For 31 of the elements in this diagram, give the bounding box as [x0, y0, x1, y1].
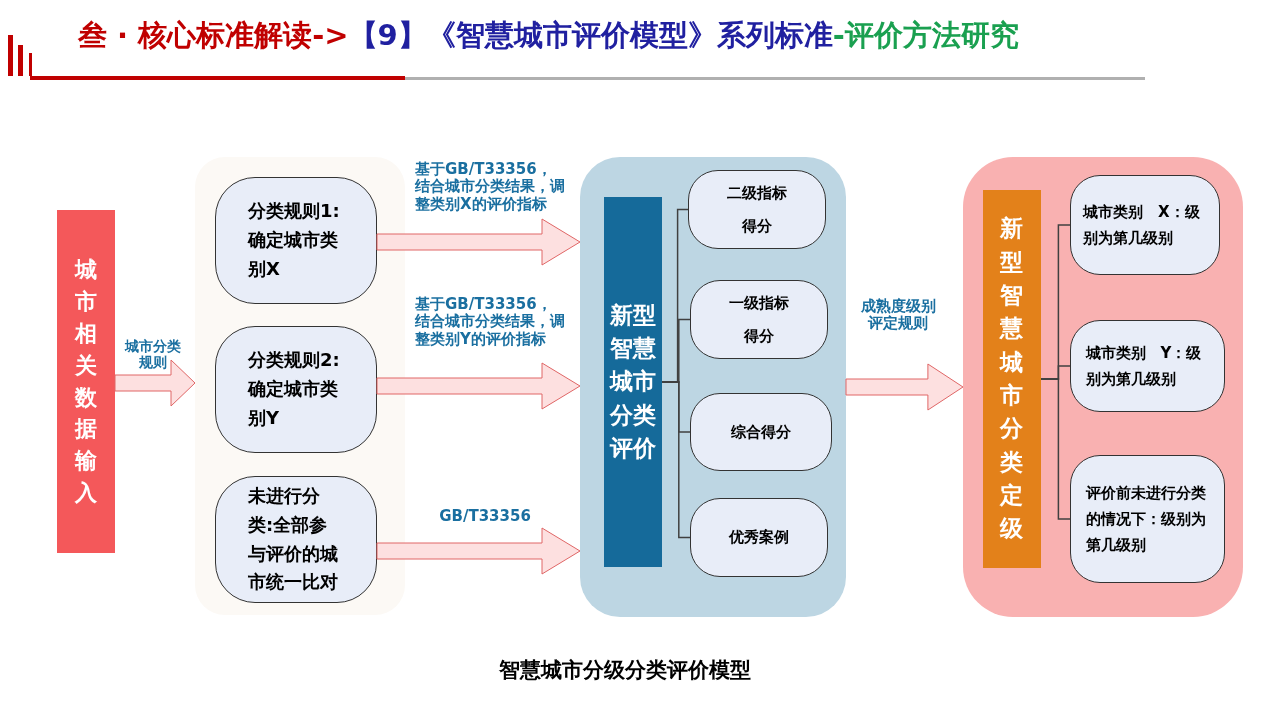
heading-text: 叁 · 核心标准解读-> — [78, 18, 349, 52]
panel-background — [195, 157, 405, 615]
block-arrow — [376, 527, 581, 575]
edge-label: 城市分类规则 — [124, 338, 182, 371]
edge-label: 基于GB/T33356，结合城市分类结果，调整类别Y的评价指标 — [415, 296, 565, 348]
score-box: 一级指标得分 — [690, 280, 828, 359]
rule-box: 分类规则2:确定城市类别Y — [215, 326, 377, 453]
score-box: 二级指标得分 — [688, 170, 826, 249]
result-box: 评价前未进行分类的情况下：级别为第几级别 — [1070, 455, 1225, 583]
edge-label: 基于GB/T33356，结合城市分类结果，调整类别X的评价指标 — [415, 161, 565, 213]
caption: 智慧城市分级分类评价模型 — [498, 657, 752, 684]
block-arrow — [114, 359, 196, 407]
connector-line — [1040, 378, 1071, 520]
edge-label: 成熟度级别评定规则 — [859, 298, 937, 333]
block-arrow — [376, 362, 581, 410]
edge-label: GB/T33356 — [438, 508, 532, 526]
result-box: 城市类别 X：级别为第几级别 — [1070, 175, 1220, 275]
score-box: 优秀案例 — [690, 498, 828, 577]
rule-box: 未进行分类:全部参与评价的城市统一比对 — [215, 476, 377, 603]
block-arrow — [376, 218, 581, 266]
score-box: 综合得分 — [690, 393, 832, 471]
input-bar: 城市相关数据输入 — [57, 210, 115, 553]
panel-background — [963, 157, 1243, 617]
title-bar: 新型智慧城市分类定级 — [983, 190, 1041, 568]
panel-background — [580, 157, 846, 617]
heading-text: -评价方法研究 — [832, 18, 1019, 52]
rule-box: 分类规则1:确定城市类别X — [215, 177, 377, 304]
block-arrow — [845, 363, 964, 411]
heading-text: 【9】《智慧城市评价模型》系列标准 — [348, 18, 833, 52]
result-box: 城市类别 Y：级别为第几级别 — [1070, 320, 1225, 412]
title-bar: 新型智慧城市分类评价 — [604, 197, 662, 567]
